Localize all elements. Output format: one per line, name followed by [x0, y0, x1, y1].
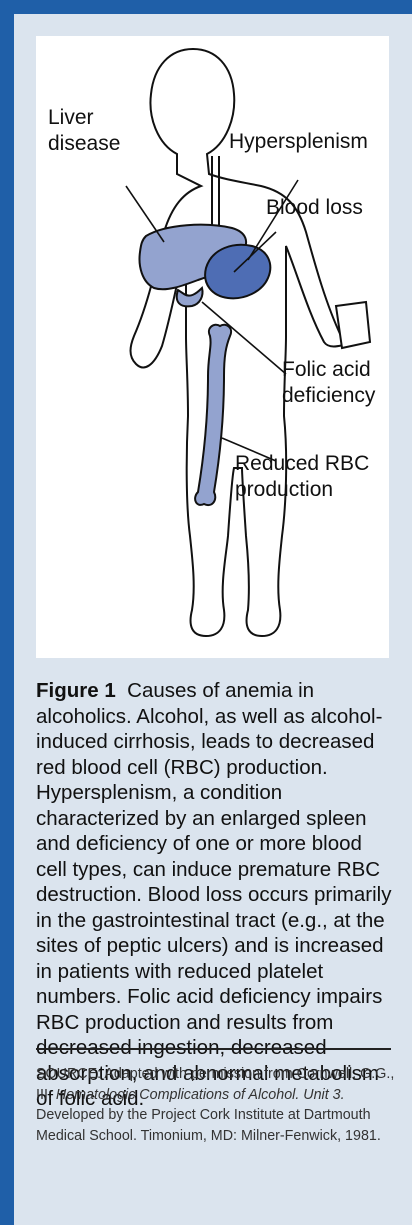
anemia-diagram: Liver disease Hypersplenism Blood loss F…	[36, 36, 389, 658]
caption-text: Causes of anemia in alcoholics. Alcohol,…	[36, 679, 391, 1110]
caption-label: Figure 1	[36, 679, 116, 702]
figure-panel: Liver disease Hypersplenism Blood loss F…	[14, 14, 412, 1225]
hypersplenism-label: Hypersplenism	[229, 130, 368, 153]
liver-label-line2: disease	[48, 132, 120, 155]
rbc-label-line1: Reduced RBC	[235, 452, 369, 475]
rbc-label-line2: production	[235, 478, 333, 501]
glass-icon	[336, 302, 370, 348]
liver-label-line1: Liver	[48, 106, 94, 129]
source-title: Hematologic Complications of Alcohol. Un…	[56, 1087, 345, 1103]
figure-illustration: Liver disease Hypersplenism Blood loss F…	[36, 36, 389, 658]
blood-loss-label: Blood loss	[266, 196, 363, 219]
source-note: SOURCE: Adapted with permission from Cor…	[36, 1064, 396, 1146]
liver-pointer	[126, 186, 164, 242]
folic-acid-label-line1: Folic acid	[282, 358, 371, 381]
source-suffix: Developed by the Project Cork Institute …	[36, 1107, 381, 1144]
figure-caption: Figure 1 Causes of anemia in alcoholics.…	[36, 678, 396, 1112]
folic-acid-label-line2: deficiency	[282, 384, 376, 407]
divider	[36, 1048, 391, 1050]
